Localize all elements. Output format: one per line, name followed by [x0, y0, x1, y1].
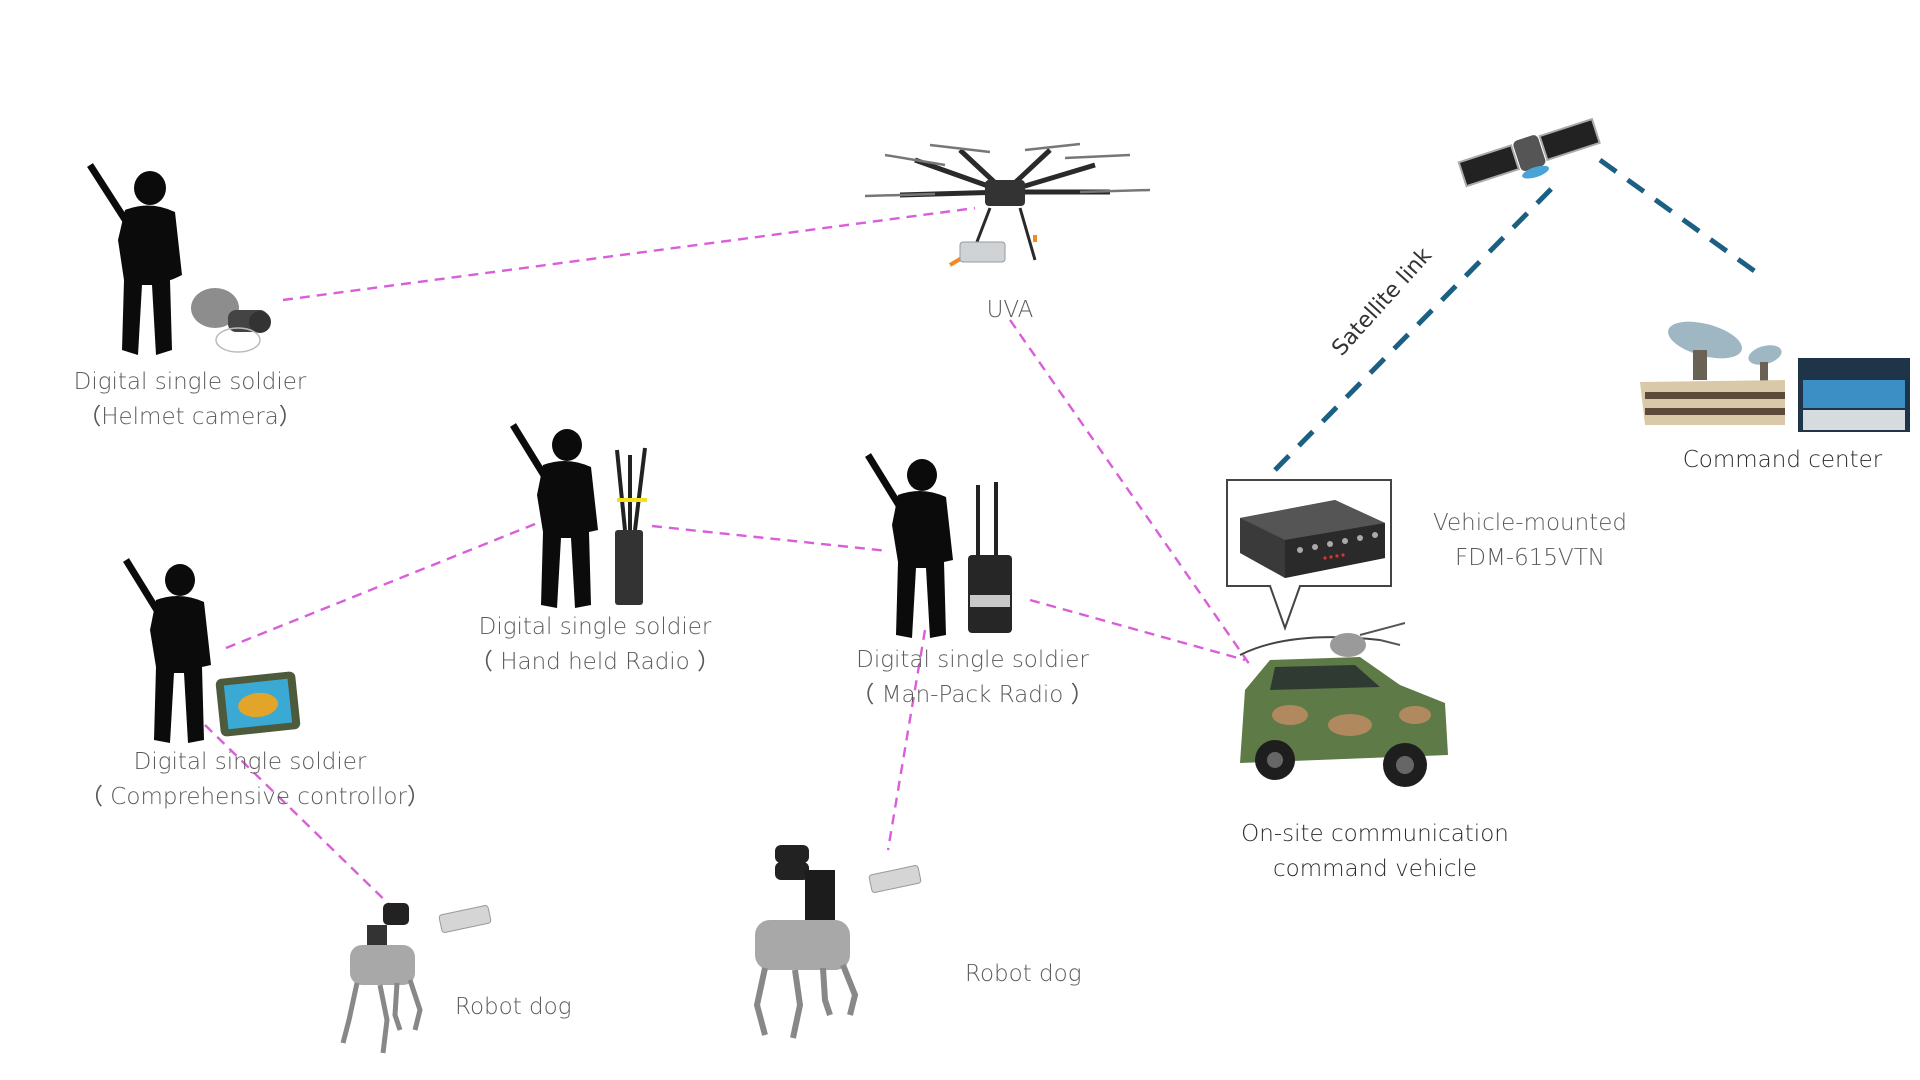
command-center-icon [1640, 321, 1910, 432]
helmet-camera-icon [191, 288, 271, 353]
radio-module-icon [959, 241, 1006, 263]
mesh-link-controller-handheld [225, 518, 546, 650]
robot-dog-2-node[interactable] [745, 840, 945, 1040]
satellite-icon [1457, 117, 1601, 188]
mesh-link-controller-robotdog1 [204, 724, 401, 916]
label-line1: Vehicle-mounted [1433, 510, 1627, 536]
handheld-radio-icon [615, 447, 647, 605]
vehicle-device-label: Vehicle-mounted FDM-615VTN [1410, 506, 1650, 576]
command-center-node[interactable] [1635, 310, 1915, 440]
label-text: Robot dog [965, 961, 1082, 987]
robot-dog-2-label: Robot dog [965, 957, 1095, 992]
label-line2: （ Man-Pack Radio ） [851, 682, 1094, 708]
label-text: Command center [1682, 447, 1883, 473]
controller-soldier-label: Digital single soldier （ Comprehensive c… [80, 745, 430, 815]
mesh-link-manpack-robotdog2 [886, 629, 927, 851]
label-line2: command vehicle [1272, 856, 1478, 882]
label-line2: （ Comprehensive controllor） [80, 784, 430, 810]
command-vehicle-label: On-site communication command vehicle [1215, 817, 1535, 887]
fdm-615vtn-device-icon [1240, 500, 1385, 578]
handheld-soldier-label: Digital single soldier （ Hand held Radio… [460, 610, 730, 680]
satellite-link-command-center [1598, 157, 1762, 278]
robot-dog-1-node[interactable] [335, 895, 505, 1055]
helmet-soldier-node[interactable] [80, 160, 295, 360]
drone-icon [864, 142, 1151, 267]
soldier-icon [865, 453, 1012, 638]
launcher-icon [775, 845, 835, 930]
uva-label: UVA [960, 293, 1060, 328]
soldier-icon [87, 163, 271, 355]
manpack-soldier-node[interactable] [860, 450, 1030, 640]
label-line2: （ Hand held Radio ） [469, 649, 721, 675]
label-text: UVA [986, 297, 1034, 323]
manpack-radio-icon [968, 482, 1012, 633]
label-line1: Digital single soldier [478, 614, 712, 640]
label-line2: （Helmet camera） [78, 404, 302, 430]
helmet-soldier-label: Digital single soldier （Helmet camera） [60, 365, 320, 435]
handheld-soldier-node[interactable] [505, 420, 670, 610]
satellite-link-vehicle [1273, 183, 1557, 472]
satellite-dish-icon [1330, 622, 1406, 657]
radio-module-icon [438, 905, 492, 933]
soldier-icon [510, 423, 647, 608]
robot-dog-1-label: Robot dog [455, 990, 585, 1025]
controller-soldier-node[interactable] [118, 555, 303, 745]
mesh-link-helmet-uva [282, 206, 976, 302]
label-line1: Digital single soldier [73, 369, 307, 395]
radio-module-icon [868, 865, 922, 893]
vehicle-device-callout[interactable] [1225, 478, 1395, 638]
label-line1: Digital single soldier [856, 647, 1089, 673]
tablet-controller-icon [215, 671, 301, 737]
soldier-icon [123, 558, 301, 743]
robot-dog-icon [753, 845, 922, 1039]
label-text: Robot dog [455, 994, 572, 1020]
robot-dog-icon [340, 903, 492, 1054]
command-center-label: Command center [1660, 443, 1905, 478]
command-vehicle-icon [1239, 622, 1448, 787]
callout-box [1226, 479, 1392, 631]
satellite-node[interactable] [1455, 115, 1605, 195]
ground-station-icon [1640, 321, 1785, 425]
manpack-soldier-label: Digital single soldier （ Man-Pack Radio … [840, 643, 1105, 713]
mesh-link-manpack-vehicle [1029, 598, 1246, 662]
uva-node[interactable] [860, 130, 1151, 290]
label-line1: Digital single soldier [133, 749, 367, 775]
control-room-photo [1798, 358, 1910, 432]
command-vehicle-node[interactable] [1230, 615, 1460, 800]
mesh-link-uva-vehicle [1009, 319, 1251, 666]
mesh-link-handheld-manpack [651, 524, 889, 553]
label-line2: FDM-615VTN [1455, 545, 1605, 571]
label-line1: On-site communication [1241, 821, 1509, 847]
